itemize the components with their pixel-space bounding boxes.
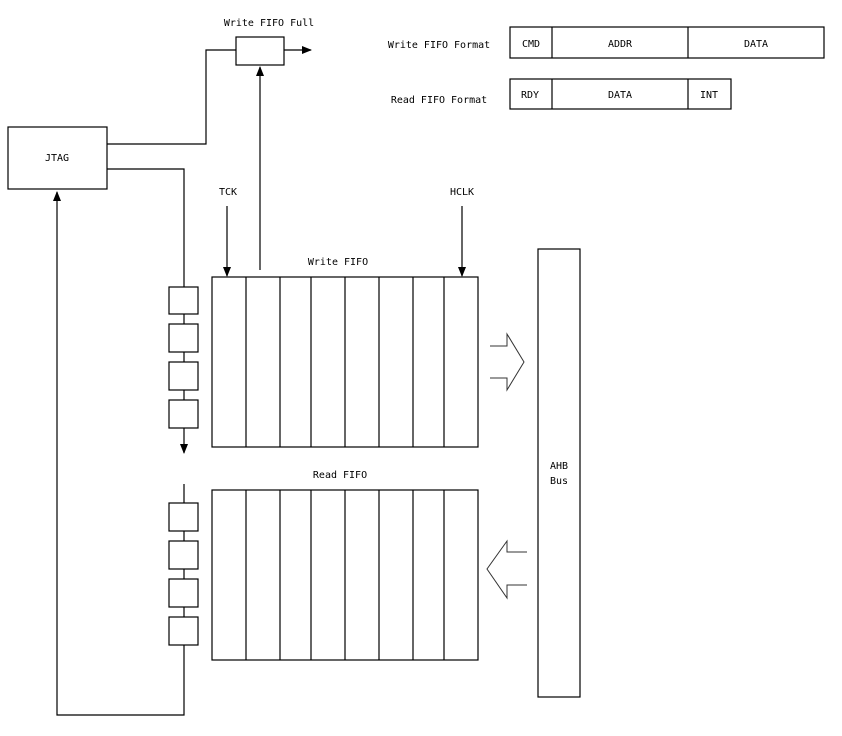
read-format-rdy: RDY	[521, 90, 539, 101]
read-format-int: INT	[700, 90, 718, 101]
read-shift-cell	[168, 616, 199, 646]
tck-label: TCK	[219, 187, 237, 198]
jtag-label: JTAG	[45, 153, 69, 164]
read-shift-register	[168, 484, 199, 646]
write-shift-cell	[168, 399, 199, 429]
write-shift-cell	[168, 286, 199, 315]
jtag-block	[7, 126, 108, 190]
read-shift-cell	[168, 540, 199, 570]
write-shift-cell	[168, 323, 199, 353]
ahb-to-read-block-arrow	[486, 539, 527, 600]
read-shift-cell	[168, 502, 199, 532]
read-format-data: DATA	[608, 90, 632, 101]
write-fifo-label: Write FIFO	[308, 257, 368, 268]
write-shift-register	[168, 286, 199, 454]
read-fifo	[211, 489, 479, 661]
read-fifo-label: Read FIFO	[313, 470, 367, 481]
write-fifo	[211, 276, 479, 448]
write-shift-cell	[168, 361, 199, 391]
write-fifo-full-box	[235, 36, 285, 66]
read-fifo-format-table: RDY DATA INT	[509, 78, 732, 110]
write-format-addr: ADDR	[608, 39, 633, 50]
write-to-ahb-block-arrow	[490, 332, 525, 392]
write-fifo-format-table: CMD ADDR DATA	[509, 26, 825, 59]
write-fifo-format-label: Write FIFO Format	[388, 40, 490, 51]
write-format-cmd: CMD	[522, 39, 540, 50]
return-to-jtag-wire	[53, 191, 185, 716]
jtag-to-shift-wire	[107, 168, 185, 287]
jtag-to-full-wire	[107, 49, 236, 145]
ahb-bus-label-line1: AHB	[550, 461, 568, 472]
read-fifo-format-label: Read FIFO Format	[391, 95, 487, 106]
write-fifo-full-label: Write FIFO Full	[224, 18, 314, 29]
write-format-data: DATA	[744, 39, 768, 50]
ahb-bus-block	[537, 248, 581, 698]
hclk-label: HCLK	[450, 187, 474, 198]
read-shift-cell	[168, 578, 199, 608]
ahb-bus-label-line2: Bus	[550, 476, 568, 487]
